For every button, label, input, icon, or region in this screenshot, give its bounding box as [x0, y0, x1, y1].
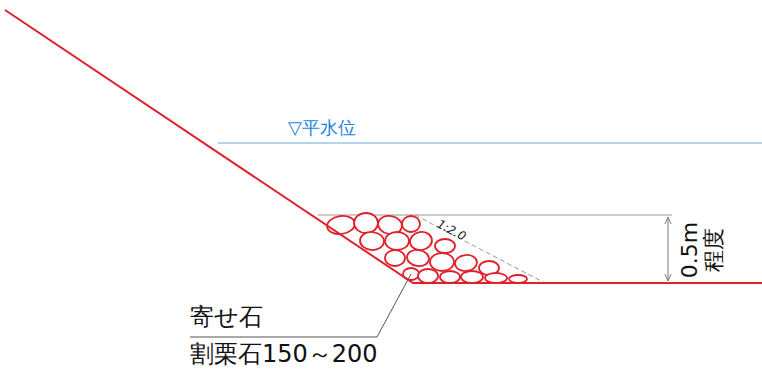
- part-name: 寄せ石: [190, 304, 263, 332]
- slope-guide-line: [415, 215, 545, 283]
- water-level-line: [218, 142, 762, 143]
- water-level-label: ▽平水位: [288, 118, 356, 139]
- dimension-note: 程度: [701, 228, 726, 272]
- material-spec: 割栗石150～200: [190, 341, 378, 369]
- ground-line: [5, 10, 762, 283]
- dimension-value: 0.5m: [677, 222, 702, 278]
- leader-line: [190, 274, 411, 337]
- height-dimension: [668, 217, 669, 281]
- rubble-stones: [326, 213, 527, 283]
